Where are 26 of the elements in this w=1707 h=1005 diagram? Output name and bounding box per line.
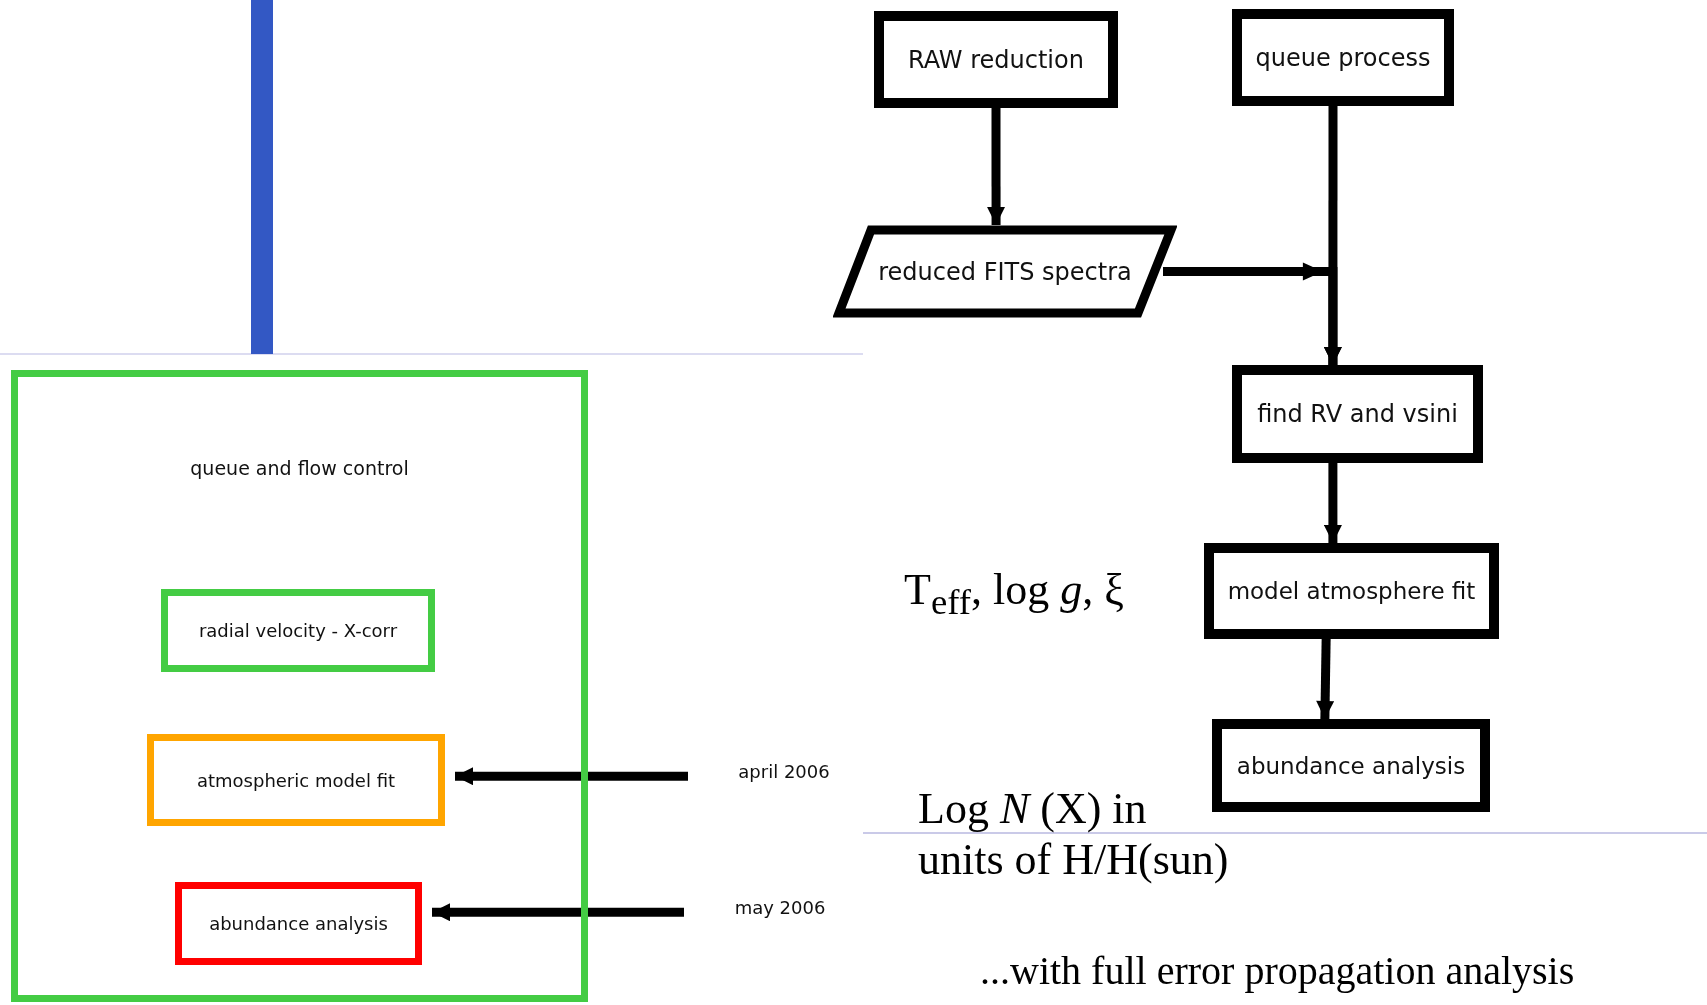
process-box: [1232, 365, 1483, 463]
node-label: reduced FITS spectra: [878, 257, 1132, 286]
process-box: [1204, 543, 1499, 639]
node-label: abundance analysis: [209, 913, 388, 934]
node-label: radial velocity - X-corr: [198, 620, 398, 641]
data-parallelogram: [833, 225, 1177, 318]
annotation-text: ...with full error propagation analysis: [980, 948, 1575, 994]
process-box: [147, 734, 445, 826]
node-label: atmospheric model fit: [196, 769, 396, 791]
node-label: queue process: [1255, 43, 1431, 72]
node-label: abundance analysis: [1236, 752, 1466, 779]
node-label: model atmosphere fit: [1227, 578, 1476, 604]
node-label: RAW reduction: [908, 45, 1084, 74]
annotation-text: Log N (X) in units of H/H(sun): [918, 784, 1230, 886]
node-label: may 2006: [734, 896, 826, 918]
group-heading: queue and flow control: [190, 457, 409, 479]
group-frame: [11, 370, 588, 1002]
vertical-bar: [251, 0, 273, 354]
node-label: find RV and vsini: [1257, 400, 1458, 428]
process-box: [161, 589, 435, 672]
process-box: [1232, 9, 1454, 106]
process-box: [874, 11, 1118, 108]
process-box: [175, 882, 422, 965]
node-label: april 2006: [738, 760, 830, 782]
annotation-text: T$_{eff}$, log g, ξ: [904, 565, 1124, 623]
process-box: [1212, 719, 1490, 812]
